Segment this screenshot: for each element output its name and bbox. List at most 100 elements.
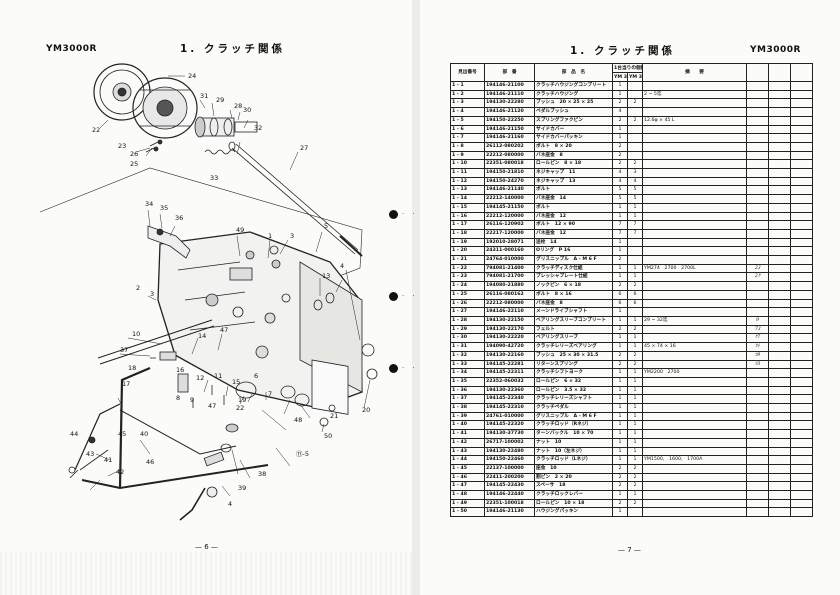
cell-blank: [768, 220, 792, 230]
cell-part-name: フェルト: [534, 324, 613, 335]
cell-mark: [746, 89, 770, 100]
cell-qty-a: 1: [612, 211, 628, 222]
callout-number: 21: [330, 412, 338, 420]
cell-remarks: [642, 255, 748, 265]
cell-mark: [746, 220, 770, 230]
cell-part-no: 194150-22460: [484, 455, 535, 465]
cell-blank: [790, 115, 814, 126]
callout-number: 39: [238, 484, 246, 492]
cell-part-no: 194146-21110: [484, 89, 535, 100]
callout-number: 36: [175, 214, 183, 222]
cell-remarks: [642, 411, 748, 422]
callout-number: 27: [300, 144, 308, 152]
page-title-left: 1. クラッチ関係: [180, 43, 285, 55]
cell-blank: [768, 237, 792, 248]
parts-table: 見出番号 部 番 部 品 名 1台当りの個数 摘 要 YM 3000R YM 3…: [450, 63, 814, 518]
cell-part-no: 194146-21130: [484, 507, 535, 518]
model-label-right: YM3000R: [750, 45, 801, 55]
callout-number: 12: [196, 374, 204, 382]
cell-blank: [790, 385, 814, 396]
callout-number: 16: [176, 366, 184, 374]
cell-qty-b: 1: [626, 342, 644, 352]
callout-number: 15: [232, 378, 240, 386]
cell-qty-a: 1: [612, 202, 628, 213]
cell-qty-b: [626, 141, 644, 152]
cell-blank: [768, 463, 792, 474]
cell-part-no: 194145-21150: [484, 202, 535, 213]
cell-blank: [790, 463, 814, 474]
callout-number: 31: [200, 92, 208, 100]
dot-marks: · ·: [402, 364, 418, 372]
cell-part-name: ブッシュ 25 × 30 × 31.5: [534, 350, 613, 361]
cell-qty-a: 2: [612, 463, 628, 474]
callout-number: 1: [268, 232, 272, 240]
cell-remarks: [642, 307, 748, 317]
cell-part-no: 194146-21140: [484, 185, 535, 196]
cell-remarks: YM274 2700 2700L: [642, 263, 748, 274]
cell-blank: [790, 394, 814, 404]
cell-blank: [768, 324, 792, 335]
cell-qty-a: 6: [612, 289, 628, 300]
cell-qty-b: 2: [626, 115, 644, 126]
cell-blank: [790, 342, 814, 352]
cell-qty-a: 7: [612, 228, 628, 239]
cell-qty-a: 1: [612, 455, 628, 465]
cell-qty-b: 2: [626, 359, 644, 370]
callout-number: 2: [136, 284, 140, 292]
cell-remarks: [642, 98, 748, 109]
cell-remarks: [642, 124, 748, 135]
cell-blank: [790, 176, 814, 187]
cell-part-name: ベアリングスリーブ: [534, 333, 613, 344]
cell-qty-a: 7: [612, 220, 628, 230]
cell-remarks: [642, 176, 748, 187]
cell-qty-b: 2: [626, 463, 644, 474]
cell-mark: ﾂﾄ: [746, 342, 770, 352]
cell-blank: [768, 420, 792, 431]
release-shaft: [97, 319, 215, 365]
cell-part-no: 194130-22220: [484, 333, 535, 344]
callout-number: 14: [198, 332, 206, 340]
cell-blank: [768, 81, 792, 91]
cell-qty-a: 1: [612, 376, 628, 387]
cell-blank: [790, 272, 814, 283]
callout-number: 41: [104, 456, 112, 464]
callout-number: 44: [70, 430, 78, 438]
col-header-ref: 見出番号: [450, 63, 485, 82]
cell-qty-b: 2: [626, 324, 644, 335]
cell-ref: 1 - 34: [450, 368, 485, 378]
cell-blank: [790, 211, 814, 222]
binder-hole-icon: [389, 210, 398, 219]
cell-ref: 1 - 36: [450, 385, 485, 396]
cell-qty-b: 1: [626, 333, 644, 344]
cell-qty-b: 1: [626, 446, 644, 457]
cell-blank: [768, 342, 792, 352]
cell-part-name: ベアリングスリーブコンプリート: [534, 316, 613, 326]
cell-part-name: ボルト 8 × 16: [534, 289, 613, 300]
cell-blank: [790, 124, 814, 135]
cell-blank: [790, 159, 814, 170]
cell-ref: 1 - 11: [450, 168, 485, 178]
cell-blank: [790, 507, 814, 518]
cell-blank: [790, 420, 814, 431]
cell-mark: [746, 185, 770, 196]
cell-qty-a: 4: [612, 176, 628, 187]
cell-ref: 1 - 50: [450, 507, 485, 518]
cell-qty-a: 5: [612, 194, 628, 204]
cell-remarks: [642, 289, 748, 300]
cell-part-name: ネジキャップ 11: [534, 168, 613, 178]
cell-qty-a: 1: [612, 394, 628, 404]
cell-qty-b: [626, 133, 644, 143]
cell-blank: [790, 220, 814, 230]
cell-qty-b: [626, 124, 644, 135]
cell-qty-a: 2: [612, 481, 628, 492]
cell-blank: [790, 133, 814, 143]
cell-blank: [768, 429, 792, 439]
cell-blank: [790, 89, 814, 100]
